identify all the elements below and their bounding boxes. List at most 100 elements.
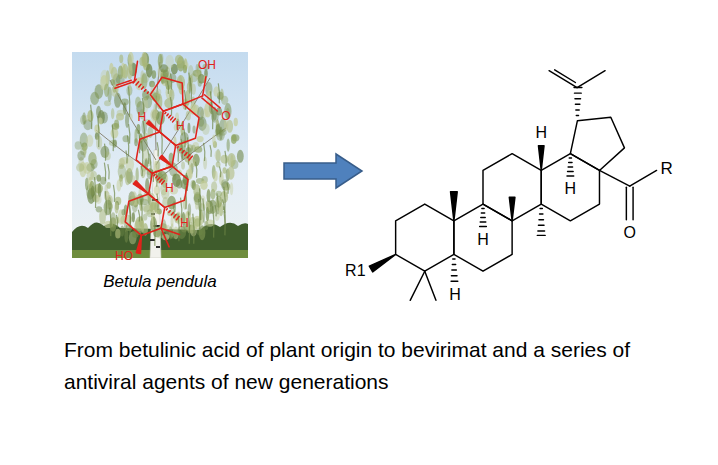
leaf — [136, 193, 143, 205]
drooping-twig — [199, 199, 200, 229]
drooping-twig — [170, 97, 171, 115]
leaf — [231, 134, 237, 144]
drooping-twig — [219, 167, 220, 178]
leaf — [207, 189, 211, 202]
overlay-atom-label: HO — [115, 250, 133, 262]
red-structure-overlay — [42, 36, 268, 266]
leaf — [86, 135, 93, 147]
drooping-twig — [225, 151, 226, 167]
leaf — [181, 161, 185, 169]
leaf — [237, 150, 244, 163]
leaf — [175, 55, 183, 64]
leaf — [213, 171, 218, 182]
drooping-twig — [126, 150, 127, 163]
drooping-twig — [190, 78, 191, 103]
drooping-twig — [143, 121, 144, 139]
drooping-twig — [116, 215, 117, 227]
leaf — [227, 166, 234, 180]
leaf — [230, 155, 233, 167]
leaf — [206, 207, 210, 222]
leaf — [234, 118, 238, 126]
leaf — [114, 119, 119, 128]
leaf — [214, 207, 220, 221]
atom-label: H — [565, 181, 577, 197]
drooping-twig — [129, 203, 130, 225]
leaf — [150, 202, 156, 210]
drooping-twig — [129, 202, 130, 233]
leaf — [119, 54, 123, 63]
structure-panel: HHROHR1H — [364, 60, 682, 310]
leaf — [227, 139, 230, 152]
leaf — [187, 123, 190, 134]
leaf — [75, 141, 82, 149]
leaf — [76, 163, 84, 172]
drooping-twig — [203, 198, 204, 222]
leaf — [202, 123, 210, 135]
leaf — [227, 153, 235, 167]
atom-label: H — [477, 232, 489, 248]
overlay-atom-label: H — [165, 182, 174, 194]
leaf — [93, 195, 100, 203]
drooping-twig — [212, 101, 213, 129]
drooping-twig — [219, 123, 220, 134]
leaf — [204, 221, 208, 230]
leaf — [169, 89, 174, 102]
drooping-twig — [141, 199, 142, 221]
drooping-twig — [170, 73, 171, 89]
leaf — [85, 115, 90, 121]
leaf — [111, 79, 115, 86]
leaf — [121, 209, 125, 215]
group-label: R — [661, 160, 673, 177]
species-caption: Betula pendula — [103, 273, 216, 290]
drooping-twig — [138, 210, 139, 222]
leaf — [211, 181, 217, 192]
overlay-atom-label: OH — [198, 59, 216, 71]
drooping-twig — [98, 116, 99, 147]
leaf — [163, 69, 169, 77]
leaf — [215, 150, 221, 161]
drooping-twig — [204, 143, 205, 161]
drooping-twig — [128, 86, 129, 116]
leaf — [221, 96, 228, 105]
drooping-twig — [227, 183, 228, 194]
block-arrow — [284, 154, 362, 188]
chemical-structure — [369, 70, 656, 300]
leaf — [115, 229, 120, 239]
leaf — [197, 136, 204, 142]
drooping-twig — [91, 105, 92, 129]
drooping-twig — [189, 73, 190, 94]
drooping-twig — [224, 211, 225, 235]
atom-label: H — [449, 287, 461, 303]
drooping-twig — [167, 81, 168, 94]
leaf — [141, 73, 147, 89]
figure-caption: From betulinic acid of plant origin to b… — [64, 334, 674, 398]
overlay-atom-label: H — [138, 111, 147, 123]
drooping-twig — [217, 193, 218, 214]
leaf — [118, 164, 127, 179]
leaf — [200, 180, 208, 189]
drooping-twig — [142, 141, 143, 166]
leaf — [127, 64, 133, 80]
leaf — [230, 182, 233, 195]
atom-label: H — [535, 125, 547, 141]
drooping-twig — [200, 188, 201, 220]
drooping-twig — [193, 214, 194, 244]
leaf — [132, 212, 135, 222]
drooping-twig — [105, 191, 106, 215]
drooping-twig — [156, 170, 157, 186]
leaf — [100, 70, 108, 84]
drooping-twig — [150, 154, 151, 181]
leaf — [104, 83, 109, 97]
drooping-twig — [196, 162, 197, 178]
leaf — [111, 67, 118, 80]
drooping-twig — [110, 208, 111, 236]
drooping-twig — [95, 177, 96, 208]
leaf — [192, 125, 195, 133]
group-label: R1 — [345, 263, 365, 279]
leaf — [212, 135, 215, 146]
drooping-twig — [223, 199, 224, 210]
overlay-atom-label: H — [176, 120, 185, 132]
drooping-twig — [218, 83, 219, 103]
